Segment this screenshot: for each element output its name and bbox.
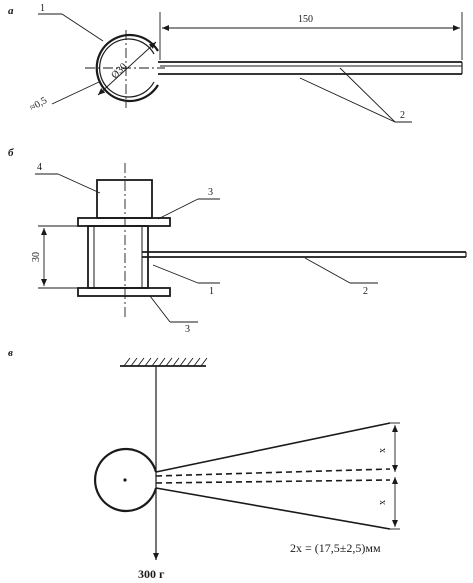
- panel-b-callout-ring: 1: [209, 286, 214, 297]
- panel-c-deflection-lower: x: [377, 500, 388, 505]
- panel-c: в x x 300 г 2x = (17,5±2: [8, 347, 400, 581]
- panel-b-callout-flange-top: 3: [208, 187, 213, 198]
- panel-c-ceiling: [120, 357, 208, 367]
- panel-b-assembly: [77, 163, 171, 318]
- panel-a-ring: [85, 30, 165, 108]
- panel-b: б 30 4 3 1: [8, 147, 467, 335]
- panel-a-length-label: 150: [298, 14, 313, 25]
- panel-a: а Ø30 150 1 ≈0,5: [8, 3, 463, 123]
- panel-a-tag: а: [8, 5, 14, 17]
- panel-c-ring: [94, 447, 158, 513]
- panel-c-load-label: 300 г: [138, 567, 165, 581]
- panel-b-height-label: 30: [31, 252, 42, 262]
- panel-b-tag: б: [8, 147, 14, 159]
- panel-c-deflection-envelope: [155, 422, 391, 530]
- panel-c-formula: 2x = (17,5±2,5)мм: [290, 541, 381, 555]
- panel-c-deflection-dimensions: [390, 422, 400, 530]
- panel-c-tag: в: [8, 347, 13, 359]
- panel-a-thickness-label: ≈0,5: [28, 95, 49, 114]
- panel-a-callout-ring: 1: [40, 3, 45, 14]
- panel-b-strip: [142, 251, 467, 258]
- panel-b-callout-strip: 2: [363, 286, 368, 297]
- panel-c-deflection-upper: x: [377, 448, 388, 453]
- panel-b-height-dimension: [38, 225, 86, 289]
- panel-a-length-dimension: [159, 12, 463, 60]
- panel-b-callout-flange-bottom: 3: [185, 324, 190, 335]
- panel-b-callout-top: 4: [37, 162, 42, 173]
- panel-a-diameter-label: Ø30: [109, 61, 129, 81]
- panel-a-strip: [158, 61, 463, 75]
- panel-a-callout-strip: 2: [400, 110, 405, 121]
